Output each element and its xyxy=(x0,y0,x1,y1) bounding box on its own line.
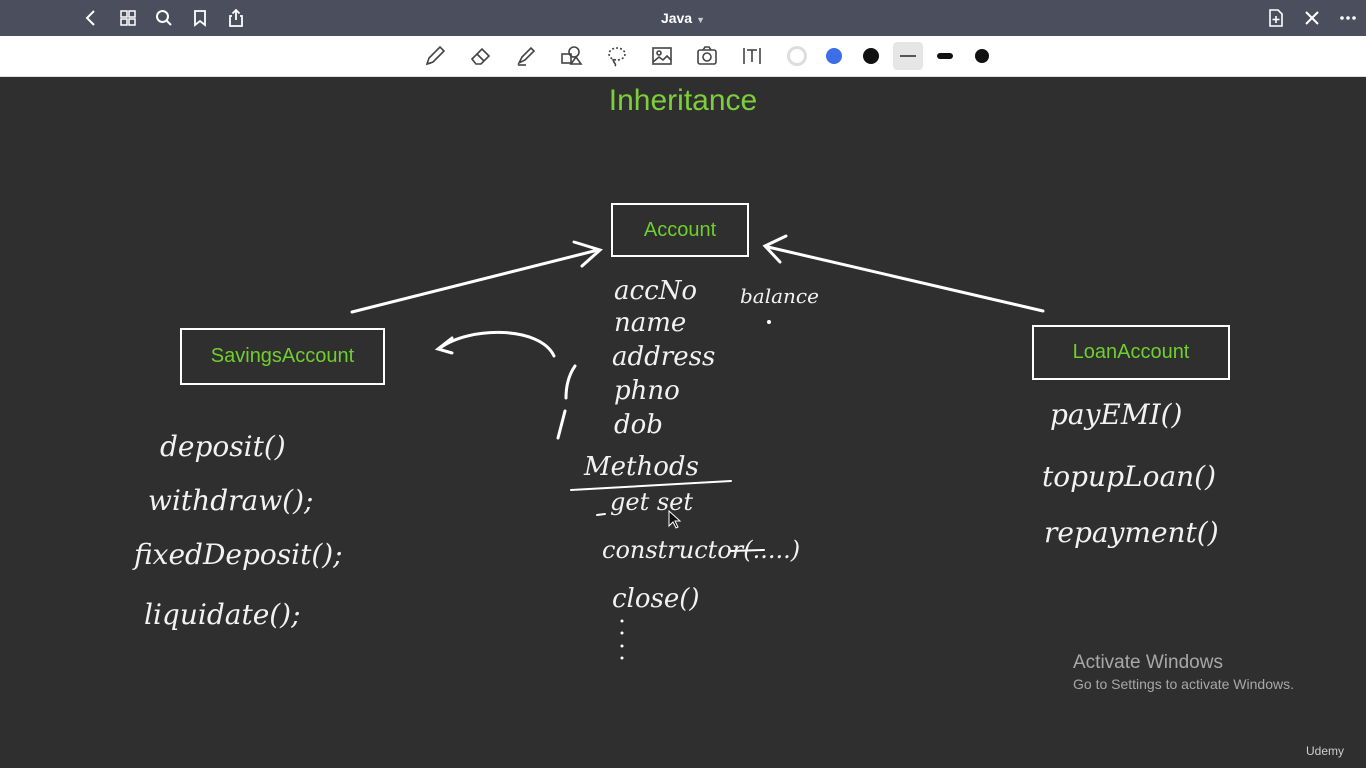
top-nav-bar: Java▼ xyxy=(0,0,1366,36)
drawing-toolbar xyxy=(0,36,1366,77)
note-canvas[interactable]: Inheritance Account SavingsAccount LoanA… xyxy=(0,76,1366,768)
account-method: constructor(.....) xyxy=(602,536,801,564)
loan-method: repayment() xyxy=(1044,516,1219,549)
highlighter-icon[interactable] xyxy=(512,42,540,70)
search-icon[interactable] xyxy=(152,6,176,30)
line-thick-option[interactable] xyxy=(968,42,996,70)
share-icon[interactable] xyxy=(224,6,248,30)
camera-icon[interactable] xyxy=(693,42,721,70)
back-icon[interactable] xyxy=(79,6,103,30)
mouse-cursor-icon xyxy=(668,510,682,529)
inheritance-arrows xyxy=(350,234,1045,660)
color-black-swatch[interactable] xyxy=(857,42,885,70)
bookmark-icon[interactable] xyxy=(188,6,212,30)
account-field: accNo xyxy=(614,276,698,306)
account-field: name xyxy=(614,308,687,338)
close-icon[interactable] xyxy=(1300,6,1324,30)
savings-method: withdraw(); xyxy=(148,484,314,517)
savings-account-class-box: SavingsAccount xyxy=(180,328,385,385)
lasso-icon[interactable] xyxy=(603,42,631,70)
text-icon[interactable] xyxy=(738,42,766,70)
activate-windows-title: Activate Windows xyxy=(1073,652,1223,673)
line-medium-option[interactable] xyxy=(931,42,959,70)
chevron-down-icon: ▼ xyxy=(696,15,706,25)
savings-method: liquidate(); xyxy=(144,598,301,631)
account-class-name: Account xyxy=(643,218,717,241)
account-class-box: Account xyxy=(611,203,749,257)
activate-windows-subtitle: Go to Settings to activate Windows. xyxy=(1073,676,1294,692)
pen-icon[interactable] xyxy=(421,42,449,70)
color-blue-swatch[interactable] xyxy=(820,42,848,70)
line-thin-option[interactable] xyxy=(893,42,923,70)
methods-heading: Methods xyxy=(584,452,699,482)
more-icon[interactable] xyxy=(1336,6,1360,30)
loan-method: topupLoan() xyxy=(1042,460,1217,493)
new-page-icon[interactable] xyxy=(1264,6,1288,30)
document-title-text: Java xyxy=(660,10,693,26)
balance-field: balance xyxy=(740,284,819,308)
udemy-logo: Udemy xyxy=(1306,744,1345,758)
savings-account-class-name: SavingsAccount xyxy=(210,345,355,367)
loan-account-class-box: LoanAccount xyxy=(1032,325,1230,380)
savings-method: fixedDeposit(); xyxy=(134,538,343,571)
page-heading: Inheritance xyxy=(608,84,758,117)
account-field: dob xyxy=(614,410,663,440)
grid-icon[interactable] xyxy=(116,6,140,30)
color-white-swatch[interactable] xyxy=(783,42,811,70)
loan-account-class-name: LoanAccount xyxy=(1072,341,1190,363)
document-title[interactable]: Java▼ xyxy=(0,10,1366,26)
account-method: get set xyxy=(610,488,694,516)
account-method: close() xyxy=(612,584,700,614)
eraser-icon[interactable] xyxy=(467,42,495,70)
shapes-icon[interactable] xyxy=(557,42,585,70)
account-field: address xyxy=(612,342,716,372)
loan-method: payEMI() xyxy=(1050,398,1183,431)
image-icon[interactable] xyxy=(648,42,676,70)
account-field: phno xyxy=(614,376,680,406)
savings-method: deposit() xyxy=(160,430,286,463)
